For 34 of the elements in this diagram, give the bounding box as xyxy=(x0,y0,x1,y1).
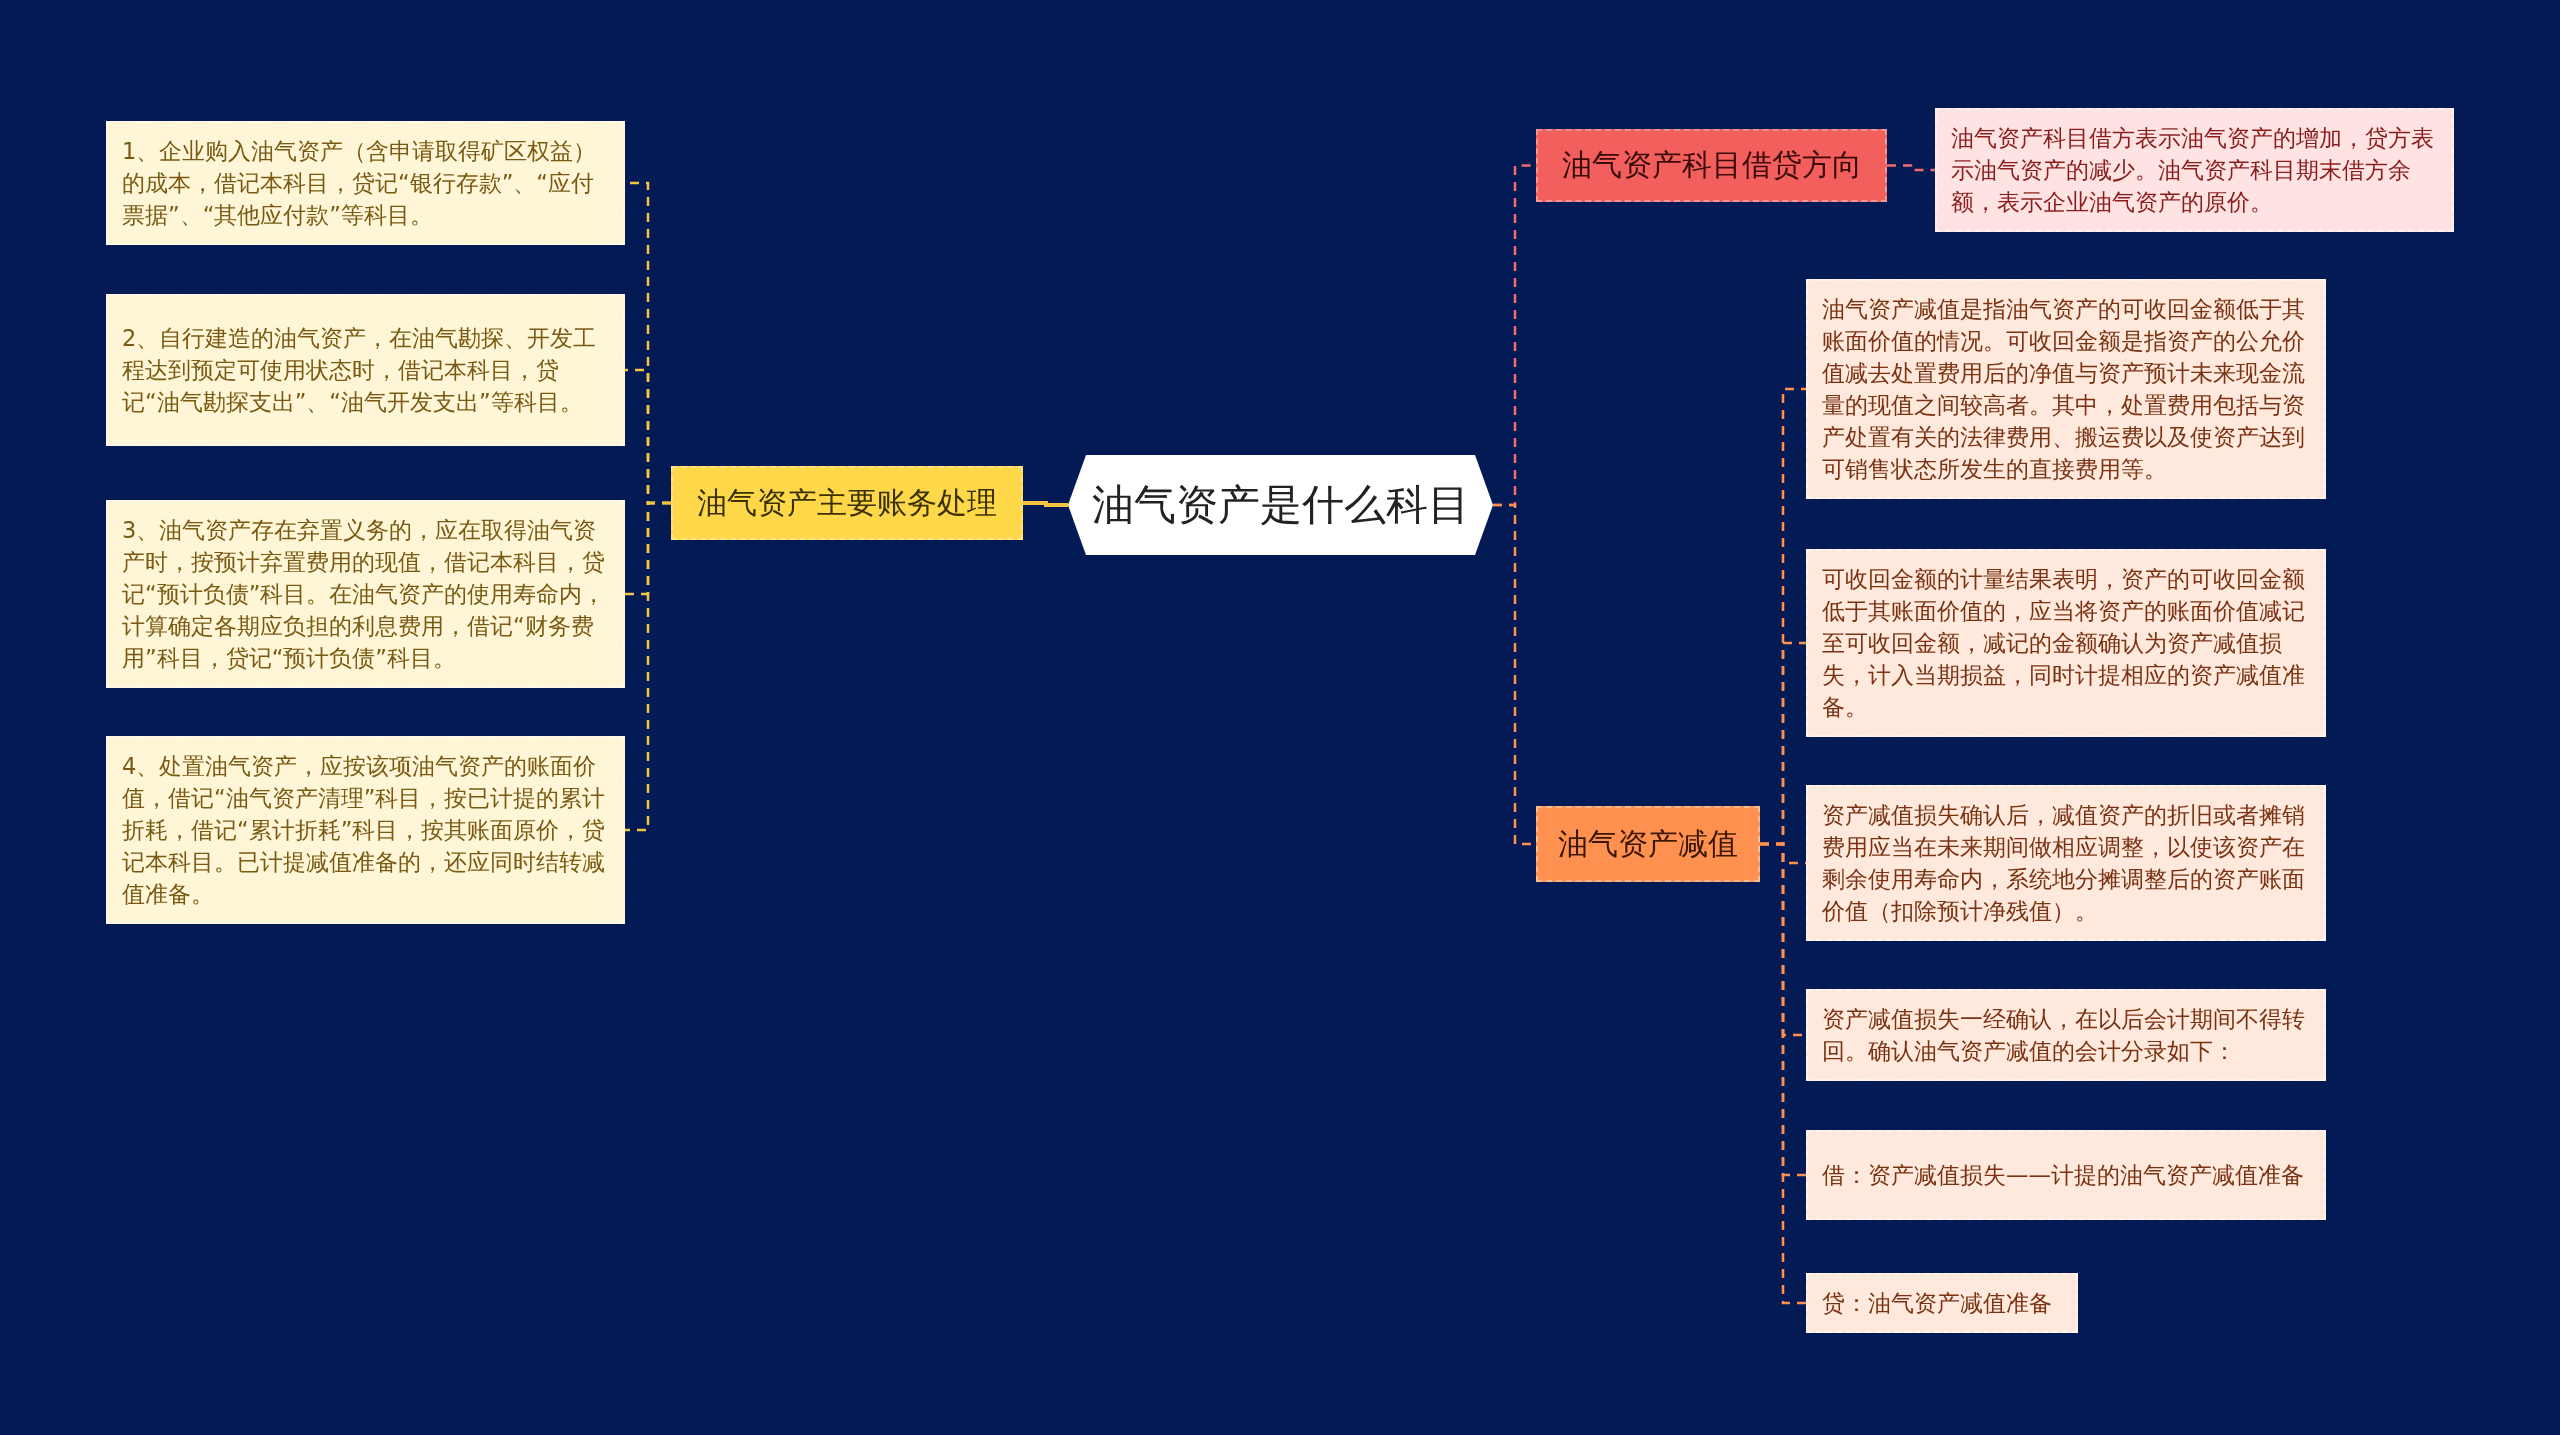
note-box xyxy=(1806,279,2326,499)
topic-box xyxy=(671,466,1023,540)
note-box xyxy=(106,736,625,924)
topic-label: 油气资产是什么科目 xyxy=(1091,479,1470,531)
note-box xyxy=(1806,549,2326,737)
note-box xyxy=(1935,108,2454,232)
note-box xyxy=(1806,785,2326,941)
note-box xyxy=(106,500,625,688)
note-text: 2、自行建造的油气资产，在油气勘探、开发工程达到预定可使用状态时，借记本科目，贷记“油气勘探支出”、“油气开发支出”等科目。 xyxy=(122,324,598,417)
note-text: 资产减值损失一经确认，在以后会计期间不得转回。确认油气资产减值的会计分录如下： xyxy=(1822,1005,2306,1066)
connector-line xyxy=(1760,842,1806,1305)
central-topic-hexagon xyxy=(1068,455,1493,555)
connector-line xyxy=(625,501,671,832)
note-box xyxy=(1806,1273,2078,1333)
note-box xyxy=(1806,989,2326,1081)
topic-label: 油气资产主要账务处理 xyxy=(697,483,997,522)
note-box xyxy=(106,294,625,446)
topic-label: 油气资产减值 xyxy=(1558,824,1738,863)
note-text: 可收回金额的计量结果表明，资产的可收回金额低于其账面价值的，应当将资产的账面价值减记至可收回金额，减记的金额确认为资产减值损失，计入当期损益，同时计提相应的资产减值准备。 xyxy=(1822,565,2306,722)
note-text: 1、企业购入油气资产（含申请取得矿区权益）的成本，借记本科目，贷记“银行存款”、“应付票据”、“其他应付款”等科目。 xyxy=(122,137,598,230)
note-text: 油气资产减值是指油气资产的可收回金额低于其账面价值的情况。可收回金额是指资产的公允价值减去处置费用后的净值与资产预计未来现金流量的现值之间较高者。其中，处置费用包括与资产处置有关的法律费用、搬运费以及使资产达到可销售状态所发生的直接费用等。 xyxy=(1822,295,2306,484)
note-text: 3、油气资产存在弃置义务的，应在取得油气资产时，按预计弃置费用的现值，借记本科目，贷记“预计负债”科目。在油气资产的使用寿命内，计算确定各期应负担的利息费用，借记“财务费用”科目，贷记“预计负债”科目。 xyxy=(122,516,607,673)
note-text: 油气资产科目借方表示油气资产的增加，贷方表示油气资产的减少。油气资产科目期末借方余额，表示企业油气资产的原价。 xyxy=(1951,124,2435,217)
note-text: 贷：油气资产减值准备 xyxy=(1822,1289,2052,1318)
topic-box xyxy=(1536,806,1760,882)
note-text: 资产减值损失确认后，减值资产的折旧或者摊销费用应当在未来期间做相应调整，以使该资产在剩余使用寿命内，系统地分摊调整后的资产账面价值（扣除预计净残值）。 xyxy=(1822,801,2306,926)
note-text: 4、处置油气资产，应按该项油气资产的账面价值，借记“油气资产清理”科目，按已计提的累计折耗，借记“累计折耗”科目，按其账面原价，贷记本科目。已计提减值准备的，还应同时结转减值准备。 xyxy=(122,752,607,909)
note-box xyxy=(1806,1130,2326,1220)
note-text: 借：资产减值损失——计提的油气资产减值准备 xyxy=(1822,1161,2304,1190)
topic-box xyxy=(1536,129,1887,202)
note-box xyxy=(106,121,625,245)
connector-line xyxy=(1887,164,1935,172)
topic-label: 油气资产科目借贷方向 xyxy=(1561,146,1862,184)
connector-line xyxy=(1023,501,1068,507)
